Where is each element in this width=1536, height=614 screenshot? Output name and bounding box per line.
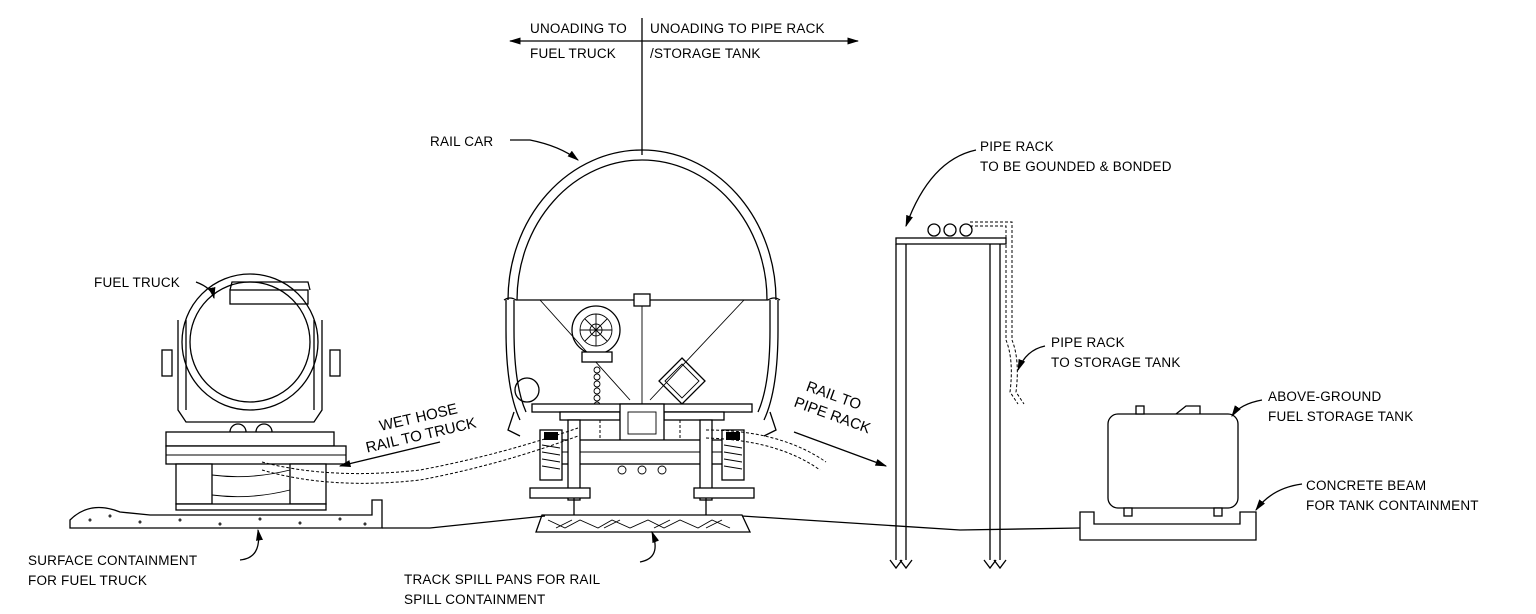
surface-containment-label-line1: SURFACE CONTAINMENT	[28, 553, 197, 568]
surface-containment	[69, 499, 383, 529]
above-ground-tank-label-line1: ABOVE-GROUND	[1268, 389, 1381, 404]
pipe-rack	[889, 221, 1025, 570]
fuel-truck-label: FUEL TRUCK	[94, 275, 180, 290]
pipe-rack-grounded-label-line2: TO BE GOUNDED & BONDED	[980, 159, 1172, 174]
storage-tank	[1079, 405, 1257, 541]
unloading-to-pipe-rack-label-line1: UNOADING TO PIPE RACK	[650, 21, 825, 36]
rail-car	[503, 149, 781, 515]
unloading-to-pipe-rack-label-line2: /STORAGE TANK	[650, 46, 761, 61]
leader-lines	[195, 139, 1303, 563]
unloading-to-fuel-truck-label-line2: FUEL TRUCK	[530, 46, 616, 61]
unloading-direction-indicator: UNOADING TO FUEL TRUCK UNOADING TO PIPE …	[508, 18, 860, 155]
track-spill-pans-label-line1: TRACK SPILL PANS FOR RAIL	[404, 572, 601, 587]
concrete-beam-label-line2: FOR TANK CONTAINMENT	[1306, 498, 1479, 513]
concrete-beam-label-line1: CONCRETE BEAM	[1306, 478, 1426, 493]
pipe-rack-grounded-label-line1: PIPE RACK	[980, 139, 1054, 154]
surface-containment-label-line2: FOR FUEL TRUCK	[28, 573, 147, 588]
hoses	[261, 420, 827, 484]
pipe-rack-storage-label-line2: TO STORAGE TANK	[1051, 355, 1181, 370]
track-spill-pan	[535, 514, 752, 533]
track-spill-pans-label-line2: SPILL CONTAINMENT	[404, 592, 545, 607]
rail-car-label: RAIL CAR	[430, 134, 493, 149]
unloading-to-fuel-truck-label-line1: UNOADING TO	[530, 21, 627, 36]
above-ground-tank-label-line2: FUEL STORAGE TANK	[1268, 409, 1413, 424]
fuel-truck	[161, 273, 347, 511]
grounding-line	[382, 515, 1081, 531]
pipe-rack-storage-label-line1: PIPE RACK	[1051, 335, 1125, 350]
